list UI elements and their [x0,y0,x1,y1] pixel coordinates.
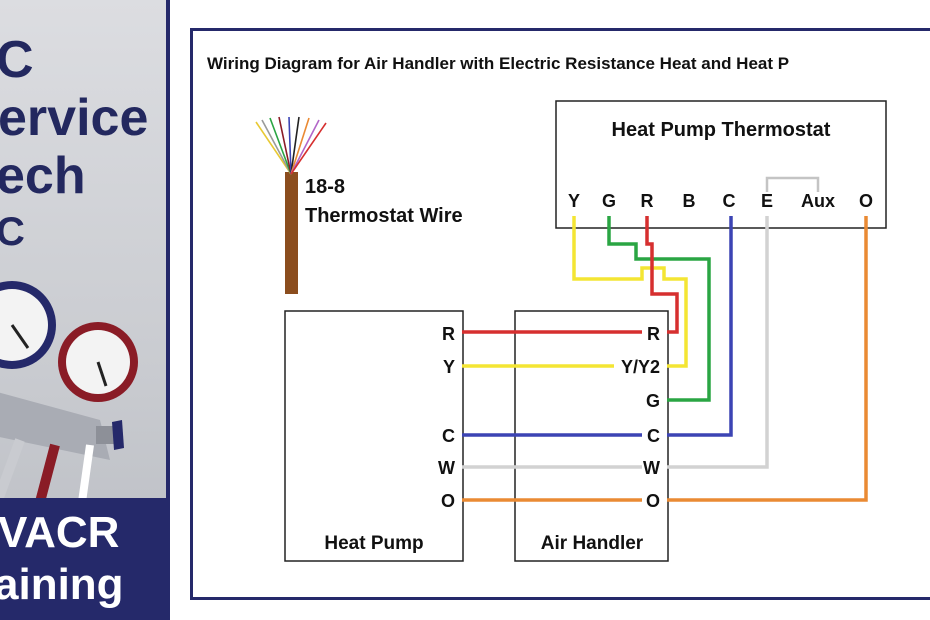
thermostat-terminal-e: E [761,191,773,211]
heat-pump-terminal-c: C [442,426,455,446]
air-handler-terminal-g: G [646,391,660,411]
yellow-wire-thermostat-to-ah [572,216,688,368]
thermostat-terminal-r: R [641,191,654,211]
white-wire-thermostat-to-ah [667,216,769,469]
e-aux-jumper [765,176,820,192]
thermostat-terminal-g: G [602,191,616,211]
right-gauge [58,322,138,402]
thermostat-terminal-b: B [683,191,696,211]
heat-pump-terminal-y: Y [443,357,455,377]
air-handler-terminal-y-y2: Y/Y2 [621,357,660,377]
divider [166,0,170,620]
left-gauge [0,281,56,369]
orange-wire-thermostat-to-ah [667,216,868,502]
brand-bar: VACR aining [0,498,166,620]
heat-pump-box [284,310,464,562]
brand-text-line-4: C [0,210,25,254]
blue-wire-thermostat-to-ah [667,216,733,437]
heat-pump-label: Heat Pump [324,533,423,554]
manifold-gauge-icon [0,281,138,504]
green-wire-thermostat-to-ah [607,216,711,402]
air-handler-terminal-o: O [646,491,660,511]
brand-text-line-1: C [0,31,34,89]
brand-bar-line-1: VACR [0,508,120,557]
cable-label-line-1: 18-8 [305,176,345,198]
thermostat-terminal-o: O [859,191,873,211]
red-wire-thermostat-to-ah [645,216,679,334]
thermostat-title: Heat Pump Thermostat [612,119,831,141]
thermostat-cable-icon [255,116,327,294]
heat-pump-terminal-r: R [442,324,455,344]
air-handler-terminal-c: C [647,426,660,446]
air-handler-label: Air Handler [541,533,644,554]
brand-bar-line-2: aining [0,560,124,609]
thermostat-terminal-c: C [723,191,736,211]
air-handler-terminal-w: W [643,458,660,478]
diagram-frame [190,28,930,600]
thermostat-terminal-aux: Aux [801,191,835,211]
manifold-body [0,392,124,504]
brand-text-line-2: ervice [0,89,149,147]
brand-text-line-3: ech [0,147,86,205]
branding-panel: C ervice ech C VACR aining [0,0,166,620]
thermostat-box [555,100,887,229]
diagram-title: Wiring Diagram for Air Handler with Elec… [207,54,789,73]
thermostat-terminal-y: Y [568,191,580,211]
heat-pump-terminal-w: W [438,458,455,478]
heat-pump-terminal-o: O [441,491,455,511]
air-handler-terminal-r: R [647,324,660,344]
cable-label-line-2: Thermostat Wire [305,205,463,227]
